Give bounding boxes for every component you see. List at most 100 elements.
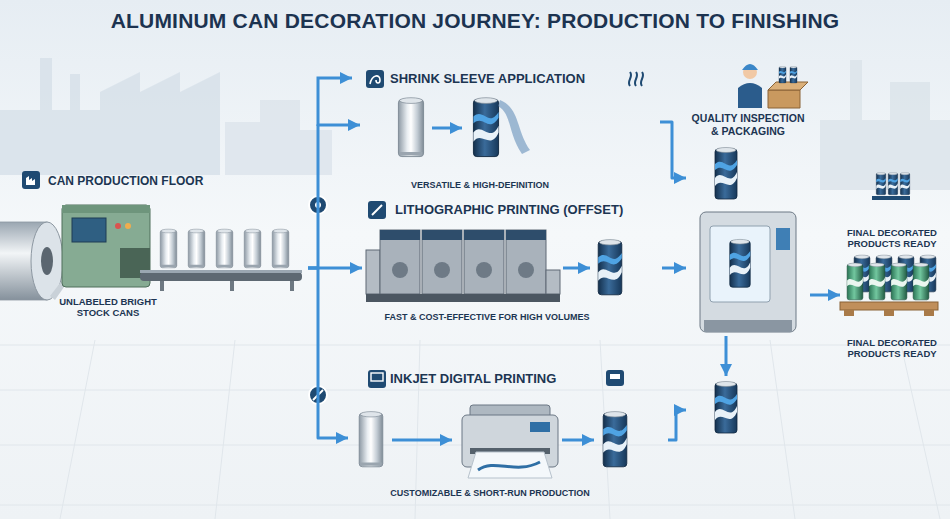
stage-caption: CUSTOMIZABLE & SHORT-RUN PRODUCTION bbox=[360, 488, 620, 499]
press-unit bbox=[422, 230, 462, 294]
wrench-glyph bbox=[313, 390, 323, 400]
wrench-icon bbox=[309, 386, 327, 404]
stage-title: SHRINK SLEEVE APPLICATION bbox=[390, 71, 640, 87]
gear-icon bbox=[309, 196, 327, 214]
printed-can bbox=[603, 412, 627, 467]
printer-icon bbox=[606, 370, 624, 386]
coil-core bbox=[41, 247, 53, 275]
factory-icon bbox=[22, 171, 40, 189]
sleeve-glyph bbox=[370, 76, 380, 84]
bare-can bbox=[244, 229, 261, 268]
finished-can bbox=[847, 263, 863, 300]
conveyor-leg bbox=[290, 281, 294, 291]
factory-glyph bbox=[26, 176, 35, 185]
pallet-block bbox=[924, 310, 934, 316]
factory-silhouette bbox=[0, 58, 220, 175]
stage-title: INKJET DIGITAL PRINTING bbox=[390, 371, 630, 387]
gear-hub bbox=[315, 202, 321, 208]
worker-head bbox=[743, 65, 757, 79]
box-flap bbox=[768, 82, 808, 90]
press-band bbox=[380, 230, 420, 240]
stage-title: CAN PRODUCTION FLOOR bbox=[48, 174, 248, 188]
process-arrow bbox=[563, 267, 590, 270]
printed-sheet bbox=[468, 452, 552, 478]
industrial-silhouette bbox=[820, 60, 950, 190]
conveyor-surface bbox=[140, 270, 302, 273]
pallet-block bbox=[844, 310, 854, 316]
process-stage: LITHOGRAPHIC PRINTING (OFFSET)FAST & COS… bbox=[362, 198, 662, 328]
tools-icon bbox=[368, 201, 386, 219]
press-roller bbox=[392, 262, 408, 278]
monitor-glyph bbox=[371, 373, 383, 381]
press-base bbox=[366, 294, 560, 302]
machine-button bbox=[125, 223, 131, 229]
coil-face bbox=[31, 222, 63, 300]
flow-arrow bbox=[810, 294, 840, 297]
process-arrow bbox=[392, 439, 452, 442]
bare-can bbox=[160, 229, 177, 268]
inspection-screen bbox=[776, 228, 790, 250]
press-roller bbox=[476, 262, 492, 278]
inspection-machine bbox=[700, 212, 796, 332]
pallet-icon-base bbox=[872, 196, 910, 200]
inspection-window bbox=[710, 226, 770, 302]
pallet-icon-can bbox=[876, 173, 885, 195]
flow-arrow bbox=[662, 267, 686, 270]
flow-arrow bbox=[308, 267, 362, 270]
press-feeder bbox=[366, 250, 380, 294]
press-band bbox=[422, 230, 462, 240]
sleeve-icon bbox=[366, 70, 384, 88]
press-roller bbox=[518, 262, 534, 278]
flow-arrow bbox=[668, 410, 686, 440]
flow-arrow bbox=[308, 268, 348, 438]
worker-helmet bbox=[742, 64, 758, 70]
printer-panel bbox=[530, 422, 550, 432]
press-unit bbox=[506, 230, 546, 294]
packed-can bbox=[779, 66, 786, 83]
process-arrow bbox=[432, 127, 462, 130]
worker-body bbox=[738, 83, 762, 108]
flow-arrow bbox=[660, 122, 686, 178]
press-unit bbox=[380, 230, 420, 294]
shipping-box bbox=[768, 90, 800, 108]
press-band bbox=[464, 230, 504, 240]
pallet-icon-can bbox=[900, 173, 909, 195]
conveyor-leg bbox=[160, 281, 164, 291]
bare-can bbox=[216, 229, 233, 268]
machine-screen bbox=[72, 218, 106, 242]
bare-can bbox=[188, 229, 205, 268]
stage-title: QUALITY INSPECTION & PACKAGING bbox=[689, 112, 807, 137]
process-stage: SHRINK SLEEVE APPLICATION VERSATILE & HIG… bbox=[360, 62, 660, 197]
process-arrow bbox=[725, 336, 728, 376]
bare-can bbox=[359, 412, 383, 467]
branch-line bbox=[318, 78, 352, 126]
press-tray bbox=[546, 270, 560, 294]
stage-title: FINAL DECORATED PRODUCTS READY bbox=[837, 227, 947, 250]
process-stage: QUALITY INSPECTION & PACKAGING bbox=[686, 58, 810, 478]
bare-can bbox=[272, 229, 289, 268]
process-stage: FINAL DECORATED PRODUCTS READYFINAL DECO… bbox=[840, 165, 945, 370]
incoming-can bbox=[715, 148, 737, 200]
sleeve-film bbox=[498, 100, 530, 154]
printer-glyph bbox=[610, 374, 620, 379]
finished-can bbox=[891, 263, 907, 300]
process-stage: CAN PRODUCTION FLOORUNLABELED BRIGHT STO… bbox=[8, 168, 308, 326]
sleeved-can bbox=[473, 98, 498, 157]
stage-title: LITHOGRAPHIC PRINTING (OFFSET) bbox=[395, 202, 655, 218]
machine-base bbox=[704, 320, 792, 332]
pallet-icon-can bbox=[888, 173, 897, 195]
finished-can bbox=[913, 263, 929, 300]
conveyor-belt bbox=[140, 272, 302, 281]
printed-can bbox=[598, 240, 622, 295]
machine-button bbox=[115, 223, 121, 229]
approved-can bbox=[715, 382, 737, 434]
conveyor-leg bbox=[230, 281, 234, 291]
stage-caption: VERSATILE & HIGH-DEFINITION bbox=[360, 180, 600, 191]
inspected-can bbox=[730, 239, 750, 287]
heat-icon bbox=[629, 72, 643, 86]
can-forming-machine bbox=[62, 205, 150, 287]
press-roller bbox=[434, 262, 450, 278]
press-unit bbox=[464, 230, 504, 294]
